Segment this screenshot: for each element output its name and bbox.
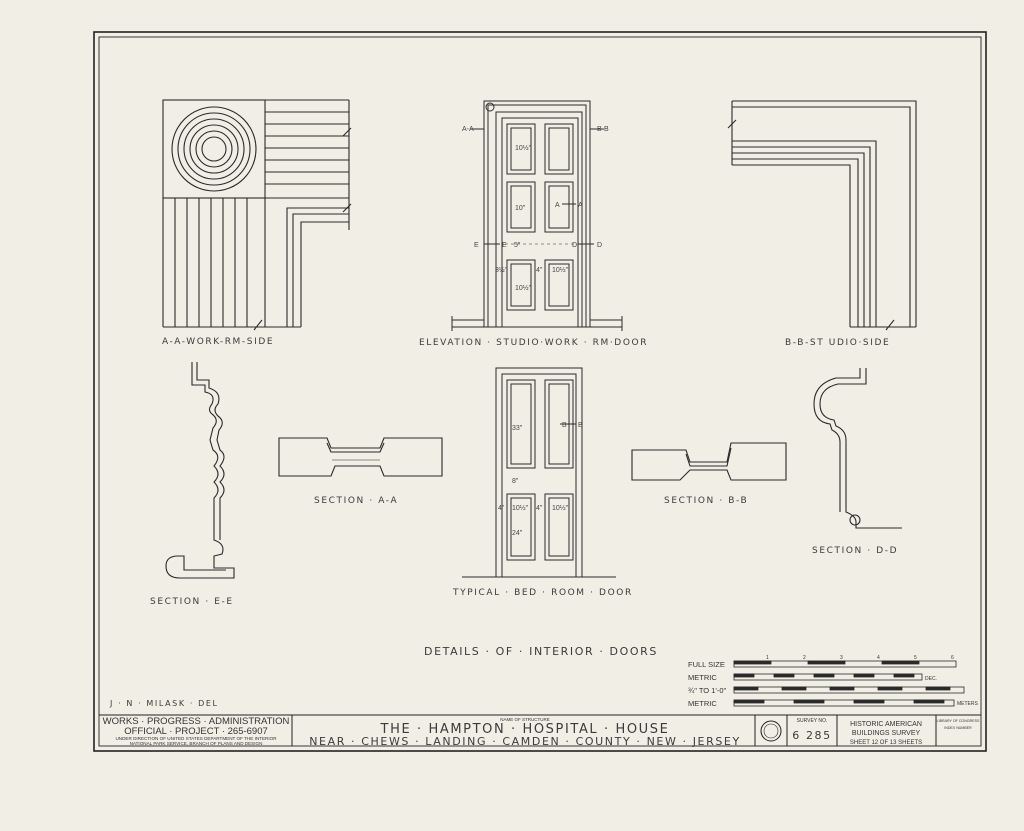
inner-border (98, 36, 982, 747)
scale-tick-1: 1 (766, 655, 769, 661)
structure-name: THE · HAMPTON · HOSPITAL · HOUSE (380, 722, 670, 737)
scale-tick-5: 5 (914, 655, 917, 661)
scale-tick-3: 3 (840, 655, 843, 661)
dim-14: 8" (512, 478, 519, 485)
marker-aa-left: A-A (462, 126, 474, 133)
scale-three-quarter: ¾" TO 1'-0" (688, 686, 727, 695)
scale-metric-2: METRIC (688, 699, 717, 708)
marker-b: B (562, 422, 567, 429)
main-title: DETAILS · OF · INTERIOR · DOORS (424, 645, 658, 658)
dim-6: 5" (514, 242, 521, 249)
dim-7: 3½" (495, 266, 508, 274)
structure-location: NEAR · CHEWS · LANDING · CAMDEN · COUNTY… (309, 735, 741, 748)
section-bb-profile (631, 442, 787, 481)
marker-e2: E (502, 242, 507, 249)
marker-d: D (572, 242, 577, 249)
wpa-line-3: UNDER DIRECTION OF UNITED STATES DEPARTM… (115, 736, 277, 741)
label-bb-side: B-B-ST UDIO·SIDE (785, 338, 890, 348)
scale-tick-4: 4 (877, 655, 880, 661)
section-dd-profile (813, 368, 902, 529)
title-block (99, 714, 981, 746)
marker-bb-right: B-B (597, 126, 609, 133)
dim-5: 10½" (552, 266, 569, 274)
scale-metric: METRIC (688, 673, 717, 682)
wpa-line-2: OFFICIAL · PROJECT · 265-6907 (124, 726, 268, 737)
label-section-aa: SECTION · A-A (314, 496, 398, 506)
dim-1: 10½" (515, 144, 532, 152)
habs-line-1: HISTORIC AMERICAN (850, 721, 922, 728)
delineator: J · N · MILASK · DEL (109, 699, 219, 708)
name-caption: NAME OF STRUCTURE (500, 717, 550, 722)
marker-a: A (555, 202, 560, 209)
bedroom-door-elevation (462, 367, 616, 578)
dim-4: 4" (536, 267, 543, 274)
marker-a2: A (578, 202, 583, 209)
wpa-line-1: WORKS · PROGRESS · ADMINISTRATION (103, 716, 290, 727)
scale-bars (733, 660, 965, 707)
wpa-line-4: NATIONAL PARK SERVICE, BRANCH OF PLANS A… (130, 741, 263, 746)
survey-number: 6 285 (792, 729, 832, 742)
aa-side-detail (162, 99, 352, 331)
label-section-ee: SECTION · E-E (150, 597, 234, 607)
outer-border (93, 31, 987, 752)
label-section-bb: SECTION · B-B (664, 496, 748, 506)
scale-unit-meters: METERS (957, 701, 979, 707)
scale-full-size: FULL SIZE (688, 660, 725, 669)
dim-9: 10½" (512, 504, 529, 512)
dim-10: 4" (536, 505, 543, 512)
sheet-number: SHEET 12 OF 13 SHEETS (850, 740, 922, 746)
section-aa-profile (278, 437, 443, 477)
scale-unit-dec: DEC. (925, 676, 937, 682)
label-section-dd: SECTION · D-D (812, 546, 898, 556)
marker-d2: D (597, 242, 602, 249)
dim-11: 10½" (552, 504, 569, 512)
label-aa-side: A-A-WORK-RM-SIDE (162, 337, 274, 347)
label-typical-door: TYPICAL · BED · ROOM · DOOR (452, 588, 633, 598)
scale-tick-6: 6 (951, 655, 954, 661)
dim-2: 10" (515, 205, 526, 212)
section-ee-profile (165, 362, 235, 579)
library-line-1: LIBRARY OF CONGRESS (937, 719, 980, 723)
library-line-2: INDEX NUMBER (944, 726, 972, 730)
dim-13: 24" (512, 530, 523, 537)
marker-e: E (474, 242, 479, 249)
dim-8: 33" (512, 425, 523, 432)
studio-door-elevation (451, 100, 623, 331)
habs-line-2: BUILDINGS SURVEY (852, 730, 921, 737)
dim-12: 4" (498, 505, 505, 512)
scale-tick-2: 2 (803, 655, 806, 661)
bb-side-detail (727, 100, 917, 331)
survey-caption: SURVEY NO. (797, 718, 828, 724)
label-elevation: ELEVATION · STUDIO·WORK · RM·DOOR (419, 338, 648, 348)
marker-b2: B (578, 422, 583, 429)
dim-3: 10½" (515, 284, 532, 292)
